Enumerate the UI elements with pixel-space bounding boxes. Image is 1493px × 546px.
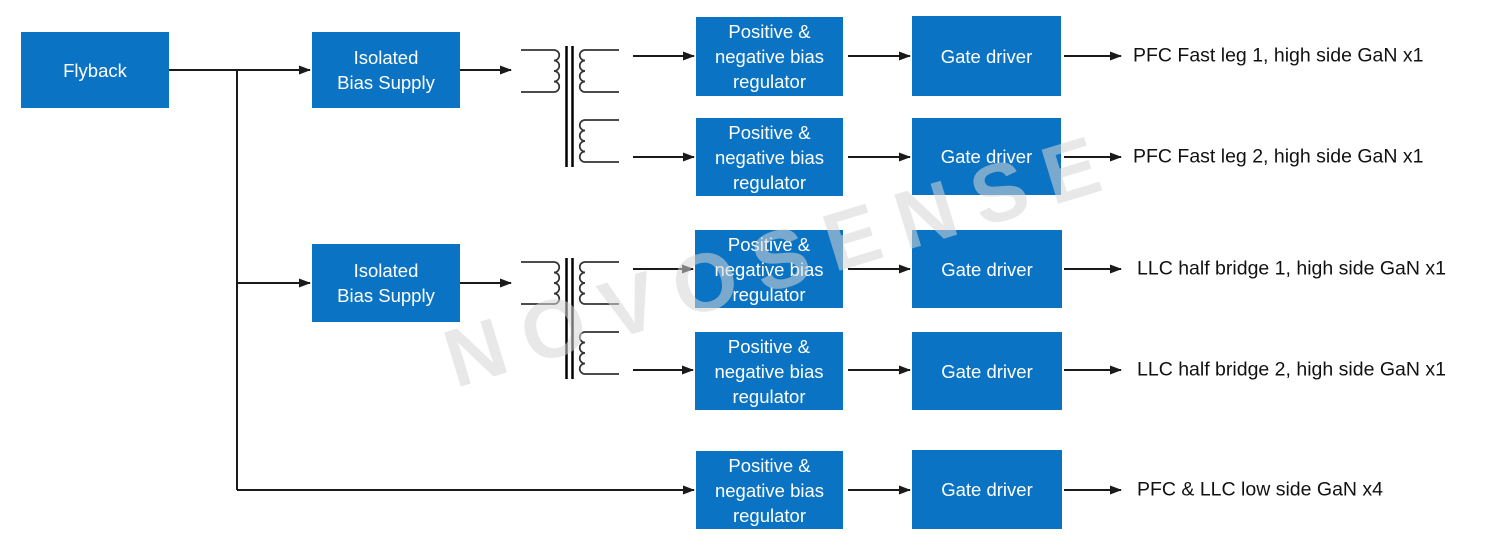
gate-driver-block-3: Gate driver: [912, 230, 1062, 308]
output-label-5: PFC & LLC low side GaN x4: [1137, 478, 1384, 501]
bias-regulator-label-line2: negative bias: [714, 46, 825, 67]
transformer-2-secondary-winding-2: [578, 331, 619, 375]
bias-regulator-label-line2: negative bias: [714, 479, 825, 501]
transformer-2-secondary-winding-1: [578, 261, 619, 305]
bias-regulator-block-5: Positive & negative bias regulator: [696, 451, 843, 529]
gate-driver-label: Gate driver: [940, 146, 1033, 167]
gate-driver-label: Gate driver: [941, 360, 1033, 382]
transformer-2-core: [565, 258, 574, 379]
gate-driver-block-4: Gate driver: [912, 332, 1062, 410]
gate-driver-label: Gate driver: [941, 479, 1033, 500]
bias-regulator-label-line1: Positive &: [728, 454, 811, 476]
output-label-1: PFC Fast leg 1, high side GaN x1: [1133, 44, 1424, 67]
transformer-1-core: [565, 46, 574, 167]
gate-driver-label: Gate driver: [941, 258, 1033, 280]
transformer-1-secondary-winding-1: [578, 49, 619, 93]
flyback-block: Flyback: [21, 32, 169, 108]
bias-regulator-label-line3: regulator: [732, 504, 806, 526]
isolated-bias-supply-block-2: Isolated Bias Supply: [312, 244, 460, 322]
isolated-bias-supply-label-line1: Isolated: [353, 260, 419, 281]
bias-regulator-label-line2: negative bias: [714, 258, 824, 280]
gate-driver-block-5: Gate driver: [912, 450, 1062, 529]
bias-regulator-label-line1: Positive &: [727, 233, 811, 255]
bias-regulator-label-line1: Positive &: [728, 21, 811, 42]
bias-regulator-label-line2: negative bias: [714, 146, 825, 168]
bias-regulator-label-line3: regulator: [732, 283, 806, 305]
bias-regulator-block-2: Positive & negative bias regulator: [696, 118, 843, 196]
output-label-2: PFC Fast leg 2, high side GaN x1: [1133, 145, 1424, 168]
bias-regulator-label-line3: regulator: [732, 71, 806, 92]
isolated-bias-supply-label-line2: Bias Supply: [337, 285, 435, 306]
bias-regulator-block-3: Positive & negative bias regulator: [695, 230, 843, 308]
bias-regulator-label-line2: negative bias: [714, 360, 824, 382]
isolated-bias-supply-label-line1: Isolated: [353, 47, 419, 68]
gate-driver-label: Gate driver: [940, 45, 1033, 67]
transformer-2-primary-winding: [521, 261, 561, 305]
transformer-symbol-1: [521, 46, 619, 167]
bias-regulator-label-line3: regulator: [732, 171, 806, 193]
bias-regulator-label-line1: Positive &: [728, 121, 811, 143]
flyback-label: Flyback: [63, 59, 127, 81]
output-label-3: LLC half bridge 1, high side GaN x1: [1137, 257, 1446, 280]
bias-regulator-label-line3: regulator: [732, 385, 806, 407]
bias-regulator-block-1: Positive & negative bias regulator: [696, 17, 843, 96]
bias-regulator-label-line1: Positive &: [727, 335, 811, 357]
bias-regulator-block-4: Positive & negative bias regulator: [695, 332, 843, 410]
output-label-4: LLC half bridge 2, high side GaN x1: [1137, 358, 1446, 381]
isolated-bias-supply-block-1: Isolated Bias Supply: [312, 32, 460, 108]
transformer-symbol-2: [521, 258, 619, 379]
gate-driver-block-1: Gate driver: [912, 16, 1061, 96]
isolated-bias-supply-label-line2: Bias Supply: [337, 72, 435, 93]
transformer-1-secondary-winding-2: [578, 119, 619, 163]
transformer-1-primary-winding: [521, 49, 561, 93]
gate-driver-block-2: Gate driver: [912, 118, 1061, 195]
